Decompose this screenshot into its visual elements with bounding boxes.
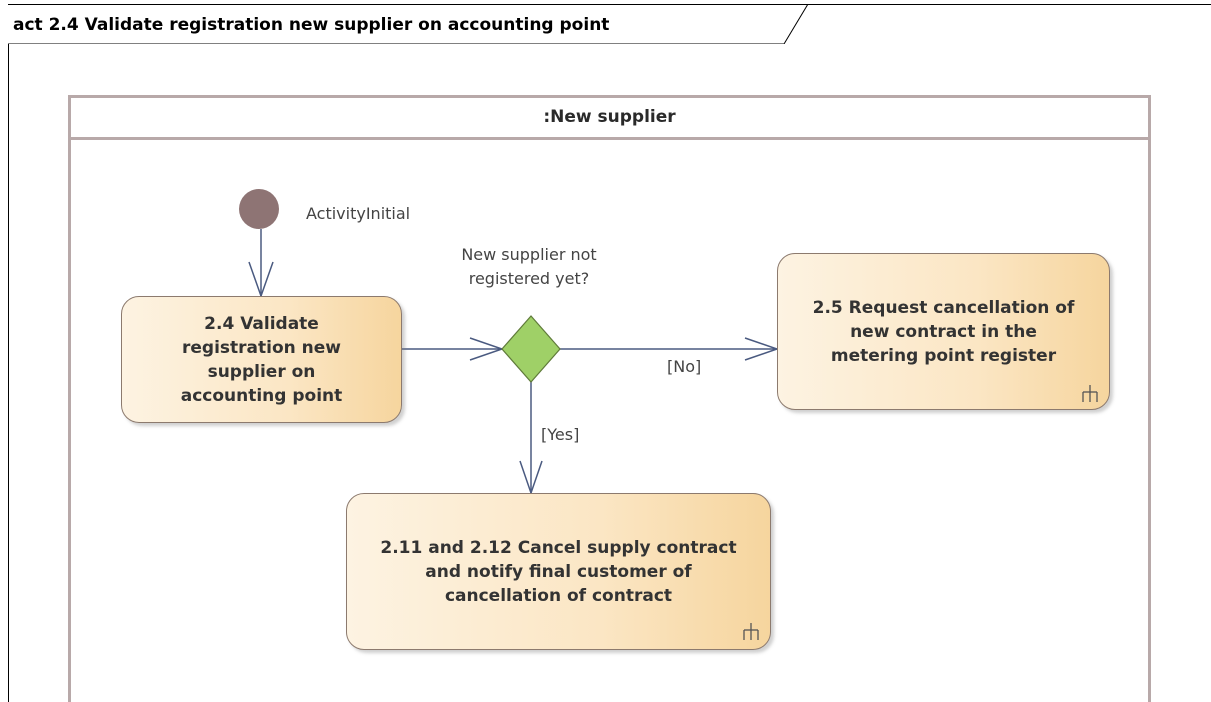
diagram-title-tab bbox=[8, 4, 808, 44]
diagram-frame-top bbox=[8, 4, 1211, 5]
action-cancel-contract-label: 2.11 and 2.12 Cancel supply contract and… bbox=[380, 537, 737, 606]
action-cancel-supply-contract[interactable]: 2.11 and 2.12 Cancel supply contract and… bbox=[346, 493, 771, 650]
diagram-title: act 2.4 Validate registration new suppli… bbox=[13, 15, 610, 35]
guard-no-label: [No] bbox=[667, 357, 702, 376]
action-request-cancellation-label: 2.5 Request cancellation of new contract… bbox=[812, 297, 1075, 366]
guard-yes-label: [Yes] bbox=[541, 425, 580, 444]
decision-label: New supplier not registered yet? bbox=[461, 245, 597, 288]
initial-node-label: ActivityInitial bbox=[306, 204, 411, 223]
call-behavior-rake-icon bbox=[1082, 385, 1098, 402]
swimlane-header: :New supplier bbox=[71, 98, 1148, 140]
swimlane-new-supplier: :New supplier bbox=[68, 95, 1151, 702]
swimlane-title: :New supplier bbox=[543, 107, 676, 127]
decision-node[interactable] bbox=[501, 315, 561, 383]
initial-node[interactable] bbox=[239, 189, 279, 229]
action-request-cancellation[interactable]: 2.5 Request cancellation of new contract… bbox=[777, 253, 1110, 410]
call-behavior-rake-icon bbox=[743, 623, 759, 640]
diagram-frame-left bbox=[8, 44, 9, 702]
action-validate-label: 2.4 Validate registration new supplier o… bbox=[180, 313, 343, 406]
action-validate-registration[interactable]: 2.4 Validate registration new supplier o… bbox=[121, 296, 402, 423]
